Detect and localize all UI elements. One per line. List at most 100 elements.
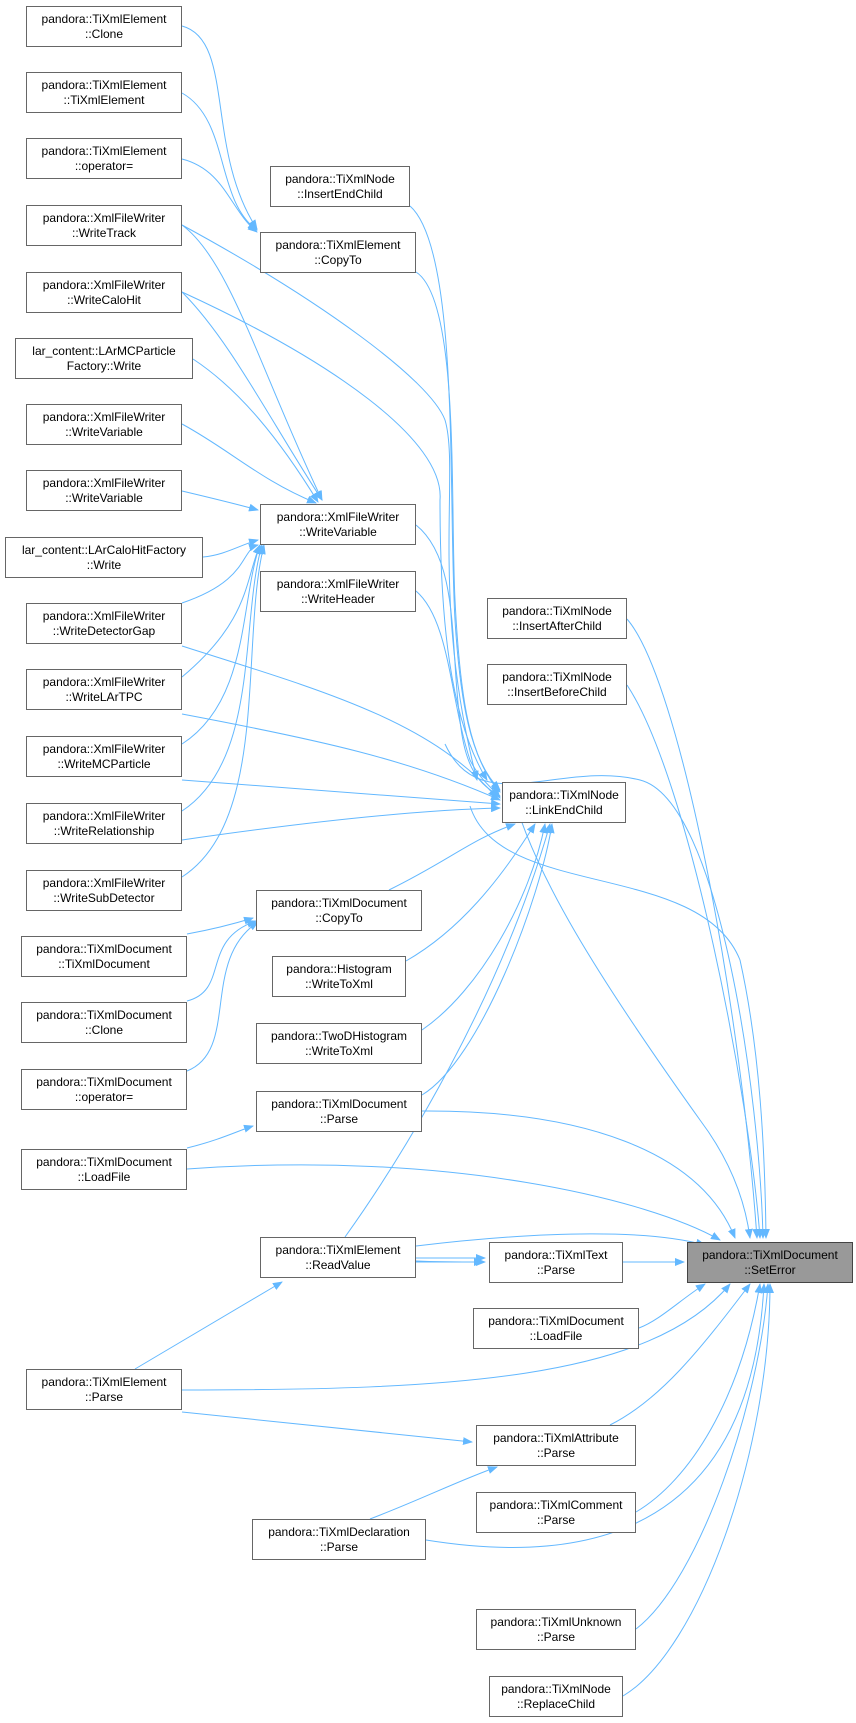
call-edge-17 (181, 645, 498, 799)
node-tixmldocument-parse[interactable]: pandora::TiXmlDocument::Parse (256, 1091, 422, 1132)
node-tixmlnode-replacechild[interactable]: pandora::TiXmlNode::ReplaceChild (489, 1676, 623, 1717)
node-xmlfilewriter-writeheader[interactable]: pandora::XmlFileWriter::WriteHeader (260, 571, 416, 612)
node-tixmlelement-parse[interactable]: pandora::TiXmlElement::Parse (26, 1369, 182, 1410)
node-line2: ::TiXmlDocument (58, 956, 150, 971)
node-line1: pandora::TiXmlDocument (36, 941, 172, 956)
node-xmlfilewriter-writevariable-a[interactable]: pandora::XmlFileWriter::WriteVariable (26, 404, 182, 445)
call-edge-12 (181, 544, 261, 745)
node-tixmlnode-insertafterchild[interactable]: pandora::TiXmlNode::InsertAfterChild (487, 598, 627, 639)
node-line1: pandora::XmlFileWriter (276, 509, 400, 524)
node-line2: ::Parse (536, 1512, 575, 1527)
node-twodhistogram-writetoxml[interactable]: pandora::TwoDHistogram::WriteToXml (256, 1023, 422, 1064)
node-line2: ::Parse (536, 1445, 575, 1460)
node-xmlfilewriter-writecalohit[interactable]: pandora::XmlFileWriter::WriteCaloHit (26, 272, 182, 313)
node-tixmlnode-insertbeforechild[interactable]: pandora::TiXmlNode::InsertBeforeChild (487, 664, 627, 705)
node-line2: ::WriteMCParticle (57, 756, 151, 771)
node-line2: Factory::Write (66, 358, 142, 373)
node-line2: ::TiXmlElement (63, 92, 145, 107)
node-line2: ::WriteTrack (71, 225, 136, 240)
call-edge-45 (186, 1164, 721, 1241)
node-line1: pandora::TiXmlNode (509, 787, 619, 802)
node-xmlfilewriter-writemcparticle[interactable]: pandora::XmlFileWriter::WriteMCParticle (26, 736, 182, 777)
call-edge-8 (181, 490, 259, 512)
node-tixmlnode-insertendchild[interactable]: pandora::TiXmlNode::InsertEndChild (270, 166, 410, 207)
node-line2: ::Write (86, 557, 122, 572)
node-line2: ::LoadFile (529, 1328, 583, 1343)
node-line2: ::WriteVariable (65, 424, 143, 439)
node-xmlfilewriter-writevariable-b[interactable]: pandora::XmlFileWriter::WriteVariable (26, 470, 182, 511)
node-line2: ::operator= (74, 158, 134, 173)
node-tixmldocument-seterror: pandora::TiXmlDocument::SetError (687, 1242, 853, 1283)
node-tixmldocument-operator-assign[interactable]: pandora::TiXmlDocument::operator= (21, 1069, 187, 1110)
call-edge-20 (181, 804, 501, 841)
node-line1: pandora::TiXmlElement (275, 237, 401, 252)
node-xmlfilewriter-writevariable-main[interactable]: pandora::XmlFileWriter::WriteVariable (260, 504, 416, 545)
call-edge-28 (421, 823, 555, 1096)
call-edge-2 (181, 92, 258, 231)
node-xmlfilewriter-writetrack[interactable]: pandora::XmlFileWriter::WriteTrack (26, 205, 182, 246)
node-line2: ::ReadValue (305, 1257, 371, 1272)
call-edge-36 (134, 1281, 283, 1370)
node-tixmlelement-clone[interactable]: pandora::TiXmlElement::Clone (26, 6, 182, 47)
node-xmlfilewriter-writelartpc[interactable]: pandora::XmlFileWriter::WriteLArTPC (26, 669, 182, 710)
node-line1: pandora::TiXmlDeclaration (268, 1524, 410, 1539)
call-edge-26 (405, 823, 536, 962)
call-edge-51 (635, 1283, 763, 1513)
node-tixmlelement-readvalue[interactable]: pandora::TiXmlElement::ReadValue (260, 1237, 416, 1278)
node-tixmlelement-tixmlelement[interactable]: pandora::TiXmlElement::TiXmlElement (26, 72, 182, 113)
node-tixmlelement-copyto[interactable]: pandora::TiXmlElement::CopyTo (260, 232, 416, 273)
call-edge-55 (509, 782, 753, 1239)
node-histogram-writetoxml[interactable]: pandora::Histogram::WriteToXml (272, 956, 406, 997)
call-edge-6 (192, 358, 319, 503)
node-line2: ::WriteRelationship (53, 823, 155, 838)
call-edge-24 (415, 590, 501, 799)
node-line1: pandora::XmlFileWriter (42, 277, 166, 292)
node-line2: ::WriteCaloHit (67, 292, 141, 307)
call-edge-38 (369, 1466, 498, 1520)
node-line2: ::WriteToXml (305, 1043, 373, 1058)
node-line1: pandora::TiXmlElement (41, 11, 167, 26)
node-line1: pandora::TiXmlElement (41, 1374, 167, 1389)
node-tixmldocument-clone[interactable]: pandora::TiXmlDocument::Clone (21, 1002, 187, 1043)
call-edge-29 (344, 823, 552, 1238)
node-tixmldocument-tixmldocument[interactable]: pandora::TiXmlDocument::TiXmlDocument (21, 936, 187, 977)
node-line1: pandora::TiXmlDocument (271, 1096, 407, 1111)
call-edge-48 (638, 1283, 706, 1329)
node-line1: pandora::TiXmlText (504, 1247, 608, 1262)
node-tixmldocument-loadfile-left[interactable]: pandora::TiXmlDocument::LoadFile (21, 1149, 187, 1190)
node-line2: ::WriteLArTPC (65, 689, 143, 704)
node-tixmldocument-copyto[interactable]: pandora::TiXmlDocument::CopyTo (256, 890, 422, 931)
call-edge-40 (626, 684, 764, 1239)
call-edge-14 (181, 544, 266, 878)
node-xmlfilewriter-writesubdetector[interactable]: pandora::XmlFileWriter::WriteSubDetector (26, 870, 182, 911)
node-tixmltext-parse[interactable]: pandora::TiXmlText::Parse (489, 1242, 623, 1283)
call-edge-46 (415, 1233, 706, 1247)
call-edge-37 (181, 1411, 473, 1446)
node-line1: pandora::XmlFileWriter (42, 674, 166, 689)
node-line1: pandora::XmlFileWriter (42, 608, 166, 623)
node-larcalohitfactory-write[interactable]: lar_content::LArCaloHitFactory::Write (5, 537, 203, 578)
call-edge-30 (186, 916, 254, 935)
node-tixmldocument-loadfile-mid[interactable]: pandora::TiXmlDocument::LoadFile (473, 1308, 639, 1349)
call-edge-41 (444, 743, 767, 1239)
node-tixmlattribute-parse[interactable]: pandora::TiXmlAttribute::Parse (476, 1425, 636, 1466)
call-edge-49 (181, 1283, 731, 1391)
node-tixmlunknown-parse[interactable]: pandora::TiXmlUnknown::Parse (476, 1609, 636, 1650)
node-tixmlnode-linkendchild[interactable]: pandora::TiXmlNode::LinkEndChild (502, 782, 626, 823)
node-line1: pandora::TiXmlDocument (36, 1007, 172, 1022)
call-edge-39 (626, 618, 761, 1239)
node-line2: ::WriteToXml (305, 976, 373, 991)
node-line2: ::CopyTo (314, 252, 362, 267)
call-edge-11 (181, 544, 261, 678)
node-xmlfilewriter-writedetectorgap[interactable]: pandora::XmlFileWriter::WriteDetectorGap (26, 603, 182, 644)
node-line1: pandora::TiXmlNode (502, 669, 612, 684)
node-line1: pandora::TiXmlDocument (488, 1313, 624, 1328)
node-line2: ::SetError (744, 1262, 796, 1277)
node-tixmlelement-operator-assign[interactable]: pandora::TiXmlElement::operator= (26, 138, 182, 179)
node-tixmldeclaration-parse[interactable]: pandora::TiXmlDeclaration::Parse (252, 1519, 426, 1560)
node-line1: pandora::XmlFileWriter (42, 409, 166, 424)
node-tixmlcomment-parse[interactable]: pandora::TiXmlComment::Parse (476, 1492, 636, 1533)
node-xmlfilewriter-writerelationship[interactable]: pandora::XmlFileWriter::WriteRelationshi… (26, 803, 182, 844)
call-edge-50 (609, 1283, 751, 1426)
